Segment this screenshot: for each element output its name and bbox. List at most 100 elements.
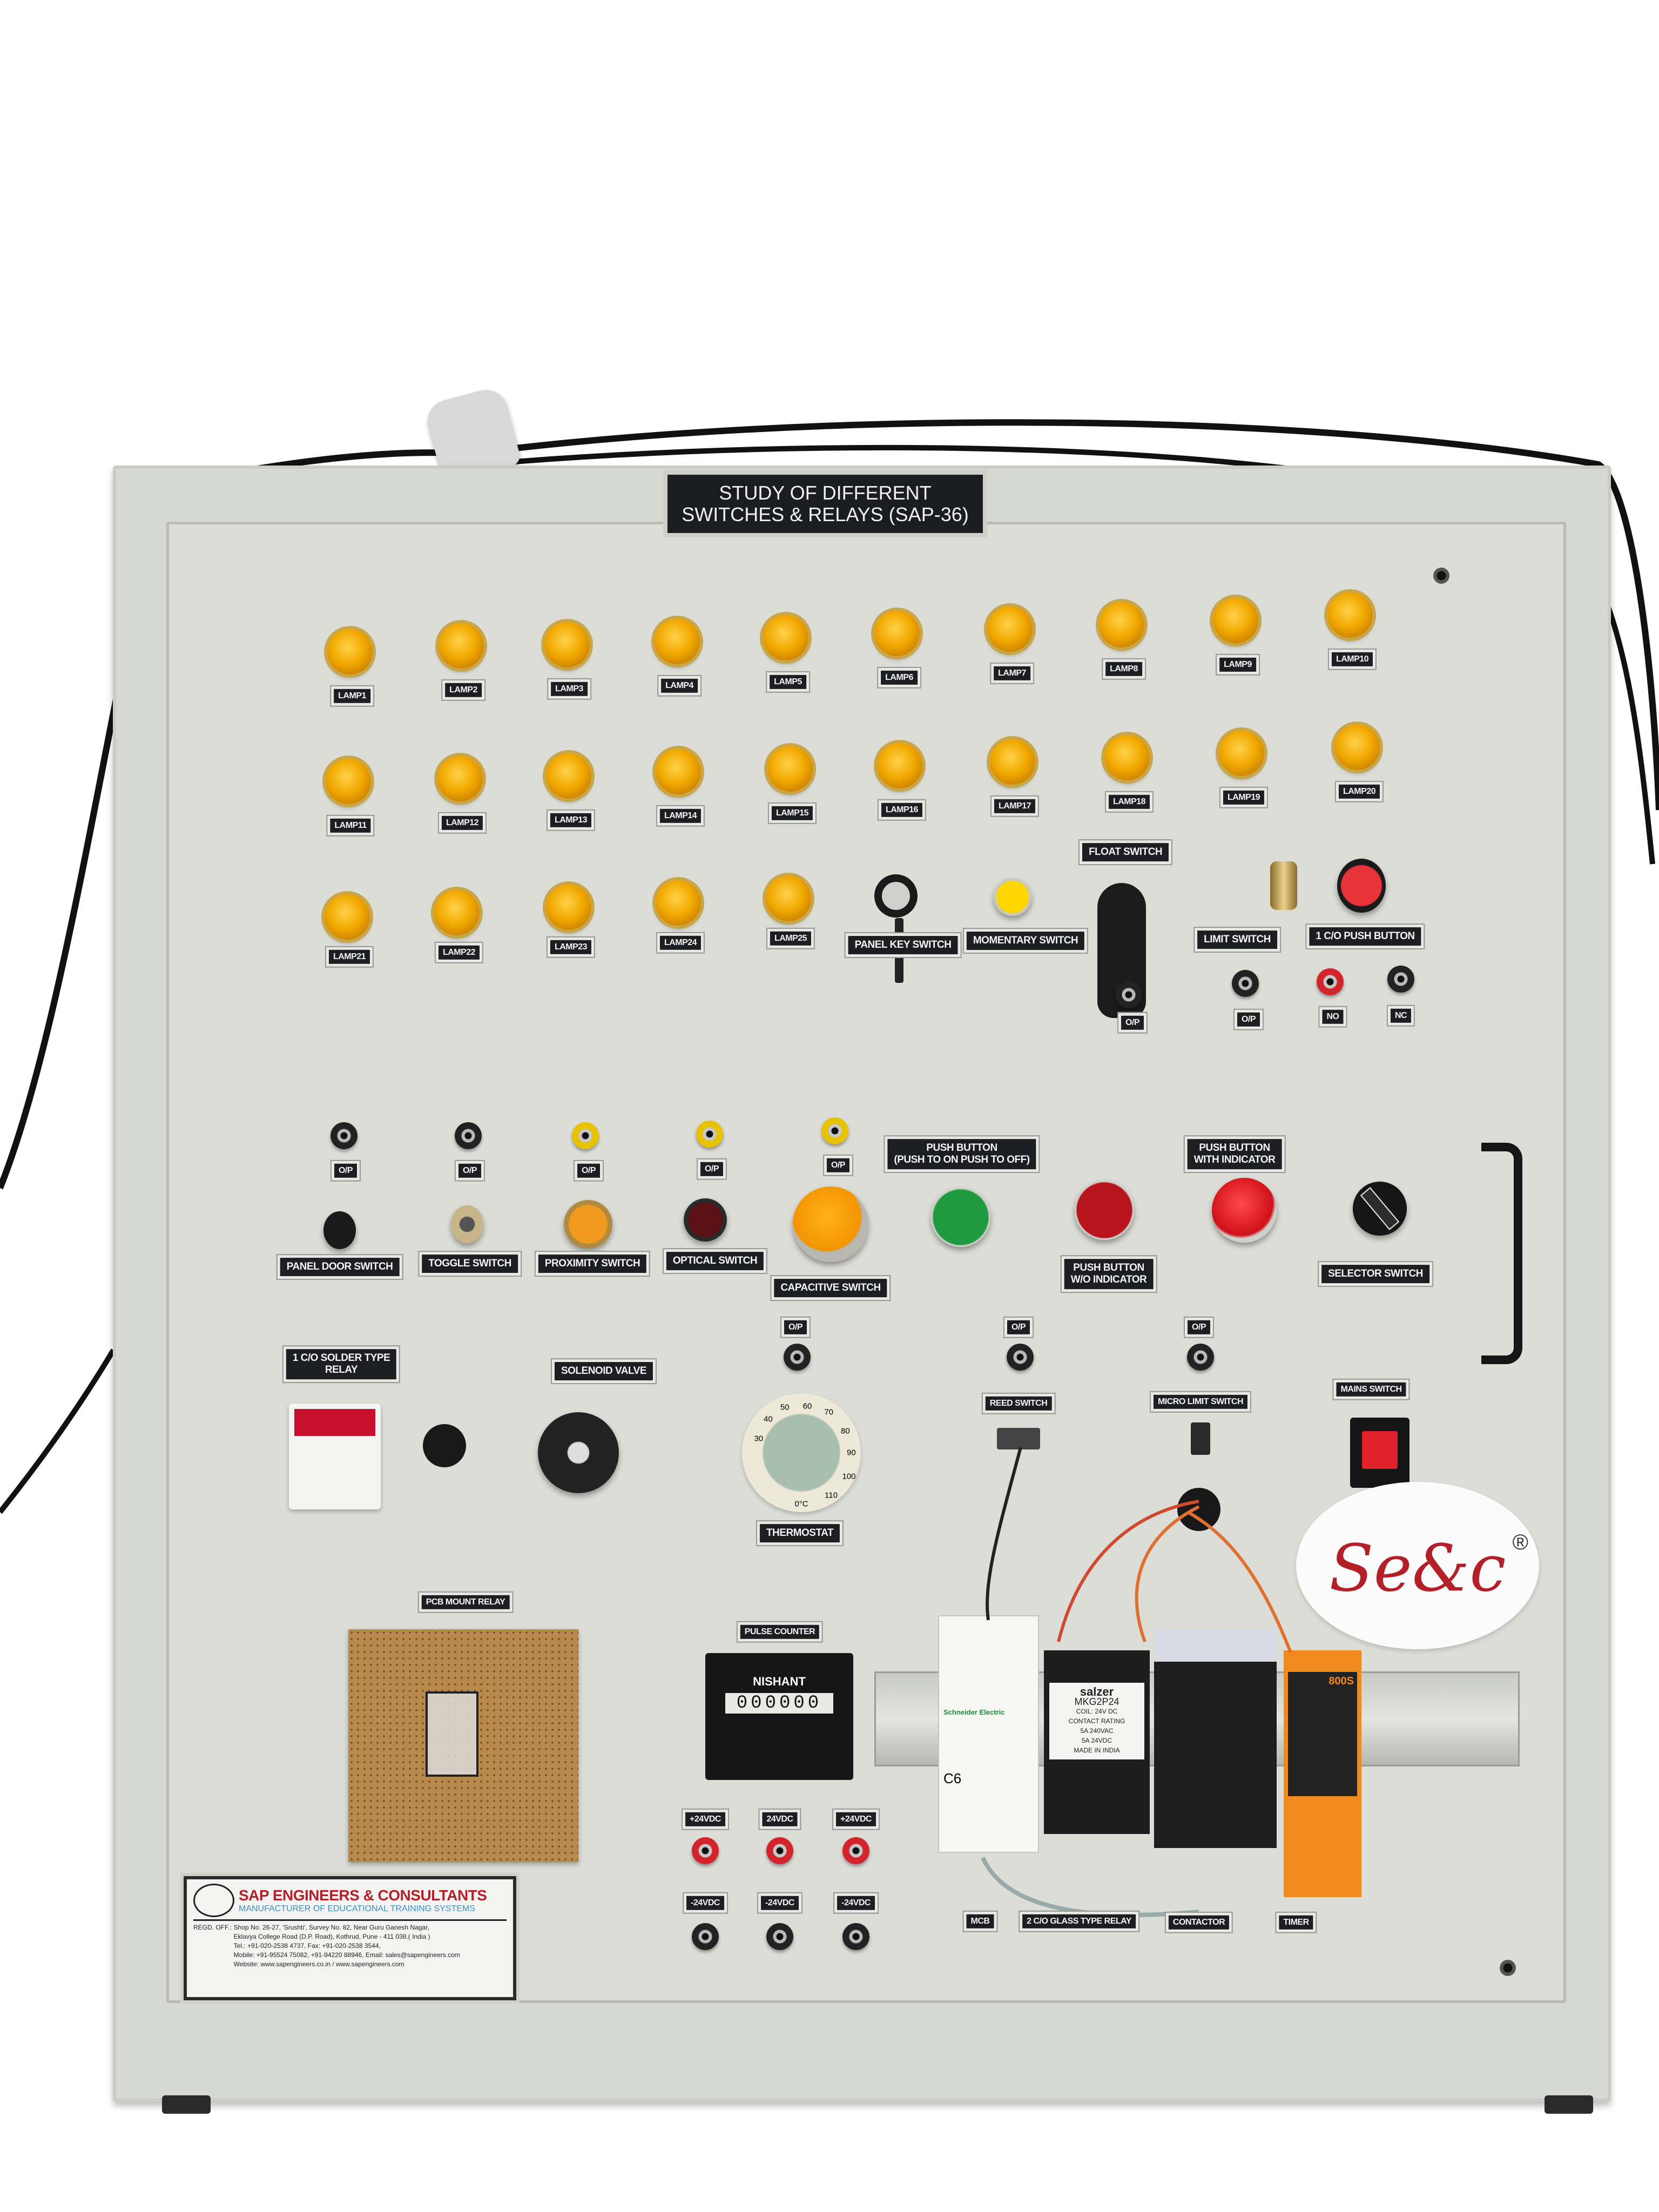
thermostat-output-jack[interactable] [784,1344,811,1371]
glass-relay: salzer MKG2P24 COIL: 24V DC CONTACT RATI… [1044,1650,1150,1834]
manufacturer-nameplate: SAP ENGINEERS & CONSULTANTS MANUFACTURER… [180,1873,520,2004]
indicator-lamp [326,759,371,804]
screw-bottom-right [1500,1960,1516,1976]
push-wi-label-line-2: WITH INDICATOR [1193,1154,1276,1165]
pcb-relay-label: PCB MOUNT RELAY [417,1591,514,1614]
micro-limit-switch-label: MICRO LIMIT SWITCH [1149,1391,1252,1413]
capacitive-output-jack[interactable] [821,1117,848,1144]
push-button-without-indicator-label: PUSH BUTTON W/O INDICATOR [1060,1255,1157,1293]
nameplate-company: SAP ENGINEERS & CONSULTANTS [239,1887,487,1904]
minus24-label-1: -24VDC [683,1892,728,1914]
glass-relay-label: 2 C/O GLASS TYPE RELAY [1019,1910,1139,1933]
limit-switch-output-jack[interactable] [1232,970,1259,997]
lamp-label: LAMP21 [325,946,374,968]
push-on-off-button[interactable] [931,1188,990,1247]
limit-switch-output-label: O/P [1233,1008,1264,1031]
thermostat-tick: 110 [825,1491,838,1500]
panel-door-output-jack[interactable] [331,1122,358,1149]
thermostat-label: THERMOSTAT [756,1520,844,1546]
timer[interactable]: 800S [1284,1650,1361,1897]
limit-switch-label: LIMIT SWITCH [1193,927,1281,953]
lamp-label: LAMP13 [546,809,596,832]
limit-switch[interactable] [1270,861,1297,910]
lamp-label: LAMP10 [1327,648,1377,671]
v24-label-2: 24VDC [758,1808,801,1831]
nameplate-website: Website: www.sapengineers.co.in / www.sa… [233,1960,404,1968]
proximity-switch[interactable] [564,1200,612,1249]
relay-rating-2: 5A 24VDC [1081,1737,1112,1744]
push-on-off-label-line-1: PUSH BUTTON [926,1142,997,1154]
plus24-jack-1[interactable] [692,1837,719,1864]
push-button-with-indicator-label: PUSH BUTTON WITH INDICATOR [1183,1135,1286,1173]
pcb-relay [425,1691,478,1777]
co-push-button-nc-jack[interactable] [1387,966,1414,993]
thermostat-dial[interactable]: 30 40 50 60 70 80 90 100 110 0°C [742,1393,861,1512]
reed-output-jack[interactable] [1007,1344,1034,1371]
plus24-jack-2[interactable] [766,1837,793,1864]
optical-switch[interactable] [684,1198,727,1242]
lamp-label: LAMP11 [326,814,375,837]
lamp-label: LAMP12 [437,812,487,834]
title-line-1: STUDY OF DIFFERENT [719,482,932,504]
thermostat-unit: 0°C [794,1499,808,1509]
lamp-label: LAMP19 [1219,786,1269,809]
plus24-label-3: +24VDC [832,1808,880,1831]
proximity-output-jack[interactable] [572,1122,599,1149]
contactor-label: CONTACTOR [1164,1911,1233,1934]
panel-door-switch-label: PANEL DOOR SWITCH [276,1254,403,1280]
float-switch-output-jack[interactable] [1115,981,1142,1008]
capacitive-switch-label: CAPACITIVE SWITCH [770,1275,891,1301]
indicator-lamp [1327,592,1373,638]
reed-switch-label: REED SWITCH [981,1392,1056,1415]
mains-switch[interactable] [1350,1418,1410,1488]
lamp-label: LAMP24 [656,932,705,954]
title-plate: STUDY OF DIFFERENT SWITCHES & RELAYS (SA… [663,470,987,537]
pulse-counter: NISHANT 000000 [705,1653,853,1780]
push-button-with-indicator[interactable] [1212,1178,1277,1243]
indicator-lamp [655,619,700,664]
indicator-lamp [325,894,370,940]
thermostat-tick: 60 [802,1401,812,1411]
thermostat-tick: 40 [764,1414,773,1424]
plus24-jack-3[interactable] [842,1837,869,1864]
panel-door-switch[interactable] [323,1211,356,1249]
co-push-button[interactable] [1337,859,1386,913]
capacitive-switch[interactable] [793,1186,868,1262]
co-push-button-no-label: NO [1318,1006,1347,1028]
push-button-without-indicator[interactable] [1075,1181,1134,1240]
indicator-lamp [763,615,808,660]
minus24-jack-2[interactable] [766,1923,793,1950]
lamp-label: LAMP6 [877,666,921,689]
screw-top-right [1433,568,1449,584]
wiring [981,1447,1292,1917]
solder-relay-label-line-1: 1 C/O SOLDER TYPE [292,1352,390,1364]
minus24-jack-1[interactable] [692,1923,719,1950]
relay-rating-title: CONTACT RATING [1068,1717,1125,1725]
lamp-label: LAMP20 [1334,780,1384,803]
nameplate-address-2: Eklavya College Road (D.P. Road), Kothru… [233,1933,430,1940]
thermostat-tick: 90 [847,1448,856,1458]
brand-logo-text: Se&c [1329,1531,1506,1607]
mcb[interactable]: Schneider Electric C6 [938,1615,1039,1853]
toggle-switch[interactable] [451,1205,483,1243]
thermostat-tick: 100 [842,1472,856,1481]
lamp-label: LAMP1 [330,685,374,707]
toggle-output-jack[interactable] [455,1122,482,1149]
push-wo-label-line-1: PUSH BUTTON [1073,1262,1144,1274]
lamp-label: LAMP3 [547,678,591,700]
indicator-lamp [987,606,1033,652]
mains-switch-label: MAINS SWITCH [1332,1378,1410,1401]
micro-limit-output-jack[interactable] [1187,1344,1214,1371]
indicator-lamp [874,611,920,656]
pulse-counter-brand: NISHANT [753,1675,806,1688]
timer-face: 800S [1288,1672,1357,1796]
micro-limit-switch[interactable] [1191,1422,1210,1455]
panel-key-switch[interactable] [874,874,918,918]
indicator-lamp [766,876,811,921]
co-push-button-no-jack[interactable] [1317,968,1344,995]
momentary-switch[interactable] [994,878,1031,916]
optical-output-jack[interactable] [696,1121,723,1148]
door-handle[interactable] [1481,1143,1522,1364]
minus24-jack-3[interactable] [842,1923,869,1950]
solder-relay-label-line-2: RELAY [325,1364,358,1375]
